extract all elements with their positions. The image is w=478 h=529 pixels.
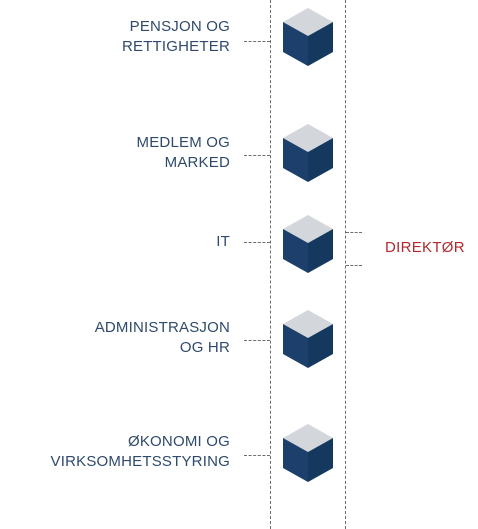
department-label-line: MEDLEM OG: [136, 134, 230, 151]
cube-icon: [283, 124, 333, 182]
department-label-line: MARKED: [164, 154, 230, 171]
cube-icon: [283, 215, 333, 273]
connector-line: [244, 41, 270, 42]
department-label-line: VIRKSOMHETSSTYRING: [50, 453, 230, 470]
connector-line: [244, 455, 270, 456]
left-dashed-line: [270, 0, 271, 529]
department-label-line: ØKONOMI OG: [127, 433, 230, 450]
department-label-okonomi: ØKONOMI OG VIRKSOMHETSSTYRING: [51, 432, 230, 472]
director-label: DIREKTØR: [385, 239, 465, 256]
department-label-line: OG HR: [179, 339, 230, 356]
department-label-medlem: MEDLEM OG MARKED: [137, 133, 230, 173]
director-connector-top: [346, 232, 362, 233]
director-connector-bottom: [346, 265, 362, 266]
department-label-line: RETTIGHETER: [121, 38, 230, 55]
department-label-it: IT: [216, 232, 230, 252]
department-label-line: PENSJON OG: [129, 18, 230, 35]
department-label-pensjon: PENSJON OG RETTIGHETER: [122, 17, 230, 57]
department-label-administrasjon: ADMINISTRASJON OG HR: [95, 318, 230, 358]
cube-icon: [283, 8, 333, 66]
cube-icon: [283, 310, 333, 368]
connector-line: [244, 242, 270, 243]
connector-line: [244, 155, 270, 156]
right-dashed-line: [345, 0, 346, 529]
connector-line: [244, 340, 270, 341]
department-label-line: IT: [216, 233, 230, 250]
cube-icon: [283, 424, 333, 482]
department-label-line: ADMINISTRASJON: [94, 319, 230, 336]
